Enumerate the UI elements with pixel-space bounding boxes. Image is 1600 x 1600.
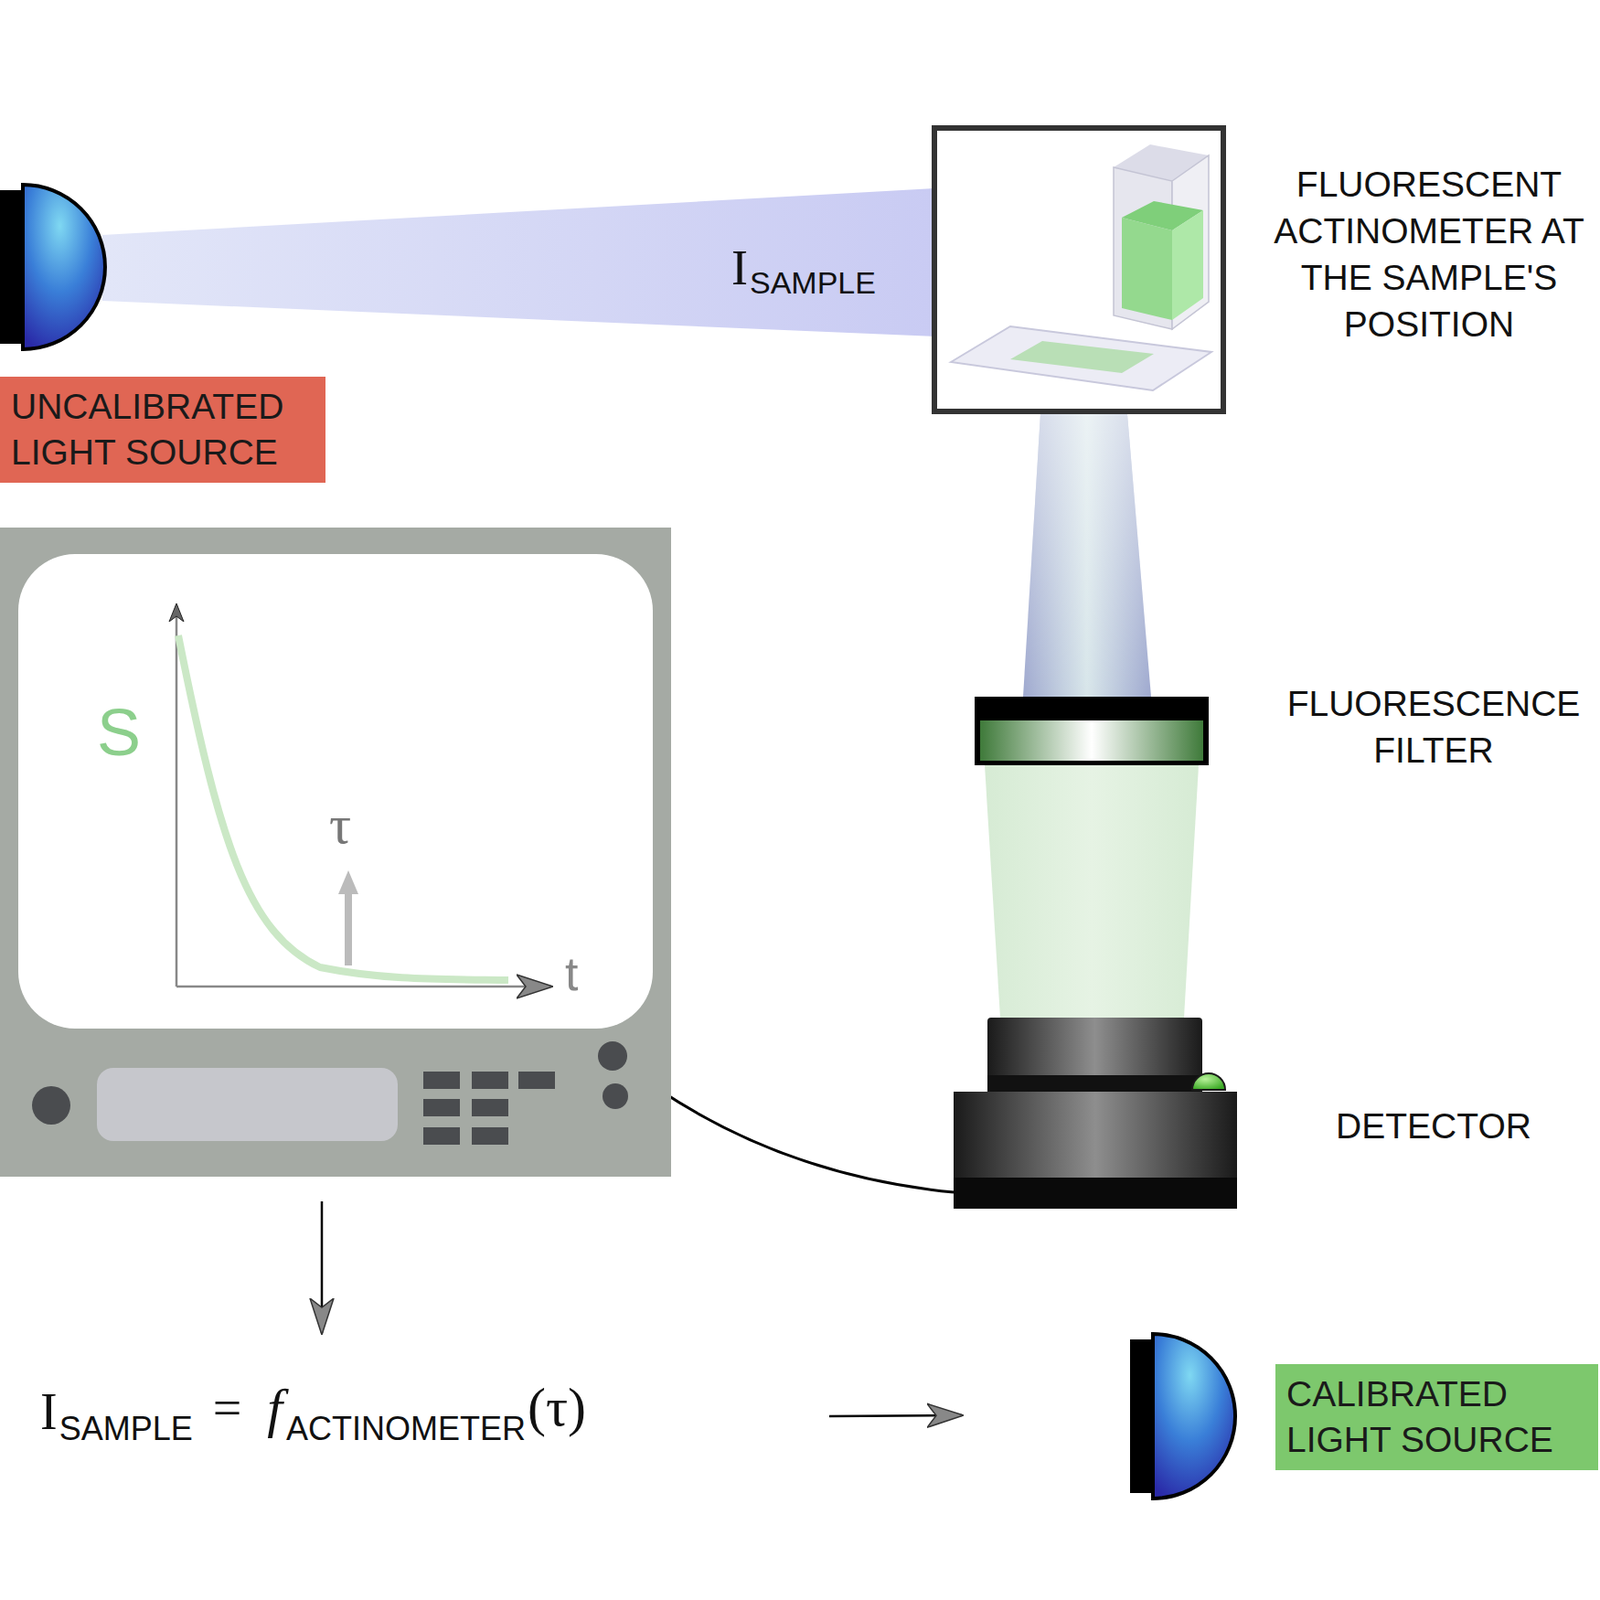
symbol: I (40, 1382, 58, 1441)
axis-label: t (565, 946, 578, 1002)
input-socket (602, 1083, 629, 1110)
axis-label: τ (329, 793, 352, 857)
status-led (1192, 1073, 1226, 1090)
decay-curve (178, 635, 509, 981)
actinometer-box (934, 128, 1224, 412)
cuvette-front (1113, 167, 1173, 330)
emission-beam-glow (1023, 414, 1152, 697)
tau-marker (344, 891, 352, 966)
flow-arrow (320, 1201, 324, 1334)
filtered-beam (984, 765, 1199, 1018)
subscript: ACTINOMETER (286, 1409, 526, 1448)
axis-label: S (96, 694, 141, 771)
light-bulb (1152, 1333, 1236, 1499)
monitor-case (0, 527, 672, 1177)
detector-head (987, 1017, 1203, 1093)
y-axis (175, 605, 179, 987)
solution-side (1172, 210, 1204, 320)
detector-base (953, 1177, 1238, 1209)
filter-frame (974, 696, 1209, 766)
status-tag: UNCALIBRATED LIGHT SOURCE (0, 376, 326, 483)
tag-text: CALIBRATED LIGHT SOURCE (1286, 1371, 1584, 1463)
tau-marker-head (338, 870, 359, 895)
symbol: I (731, 239, 748, 297)
operator: = (213, 1378, 243, 1438)
status-tag: CALIBRATED LIGHT SOURCE (1275, 1364, 1599, 1471)
signal-cable (622, 1063, 954, 1193)
x-axis (176, 985, 552, 989)
subscript: SAMPLE (749, 265, 876, 301)
subscript: SAMPLE (59, 1409, 193, 1448)
light-beam (102, 188, 934, 337)
lamp-base (1130, 1339, 1153, 1494)
symbol: (τ) (527, 1376, 587, 1440)
component-label: FLUORESCENT ACTINOMETER AT THE SAMPLE'S … (1261, 160, 1597, 348)
input-socket (597, 1041, 628, 1071)
keypad (423, 1071, 555, 1145)
cuvette-side (1172, 155, 1209, 330)
tag-text: UNCALIBRATED LIGHT SOURCE (10, 384, 311, 476)
slide-film (1010, 341, 1154, 374)
symbol: f (266, 1376, 283, 1440)
lamp-base (0, 190, 23, 344)
detector-ring (987, 1075, 1203, 1092)
display-slot (96, 1067, 398, 1142)
component-label: FLUORESCENCE FILTER (1278, 680, 1590, 774)
glass-slide (950, 326, 1212, 391)
emission-beam (1023, 414, 1152, 697)
light-bulb (22, 184, 106, 350)
monitor-screen (18, 554, 653, 1029)
filter-glass (980, 720, 1204, 761)
detector-body (953, 1091, 1238, 1209)
flow-arrow (829, 1415, 962, 1417)
power-knob (32, 1086, 71, 1125)
component-label: DETECTOR (1278, 1102, 1590, 1150)
solution-front (1121, 217, 1173, 320)
